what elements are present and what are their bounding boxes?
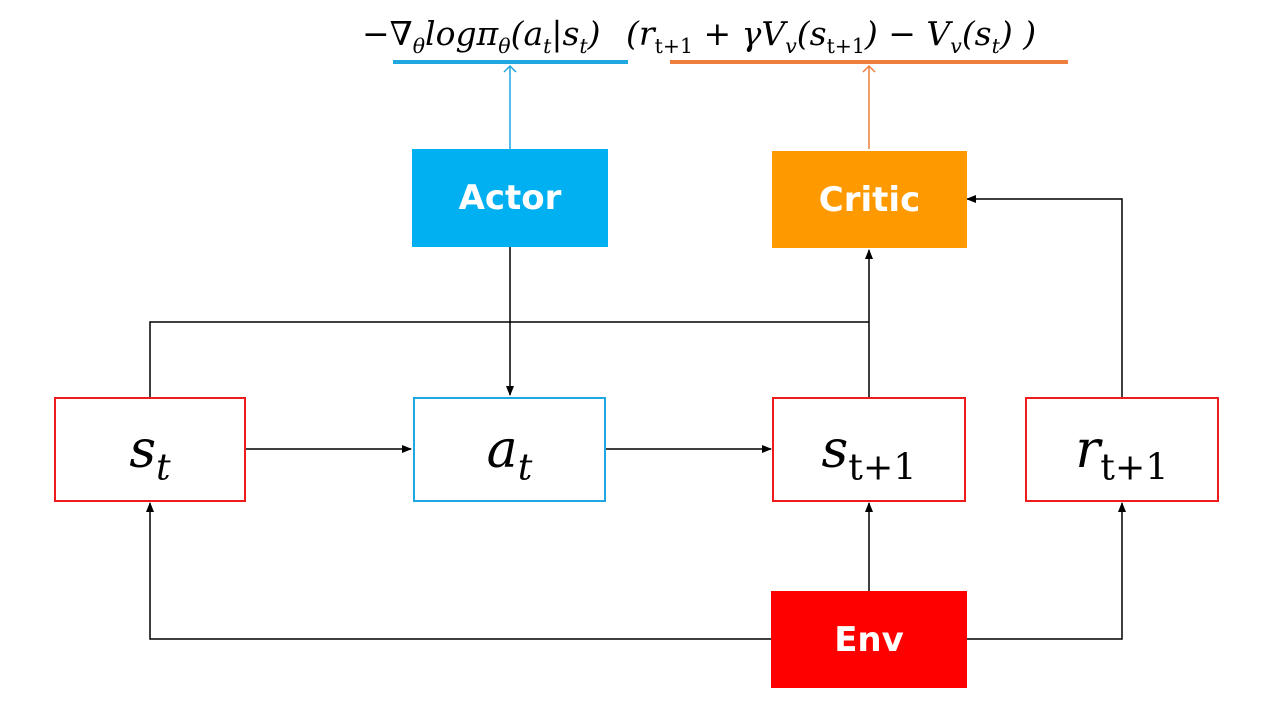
action-box: at: [413, 397, 606, 502]
next-state-label: st+1: [821, 419, 917, 489]
actor-label: Actor: [458, 178, 562, 218]
critic-block: Critic: [772, 151, 967, 248]
state-box: st: [54, 397, 246, 502]
loss-formula: −∇θlogπθ(at|st) (rt+1 + γVv(st+1) − Vv(s…: [0, 8, 1288, 68]
critic-td-error-term: (rt+1 + γVv(st+1) − Vv(st) ): [626, 14, 1037, 58]
actor-gradient-term: −∇θlogπθ(at|st): [362, 14, 601, 58]
reward-label: rt+1: [1075, 419, 1169, 489]
next-state-box: st+1: [772, 397, 966, 502]
env-label: Env: [834, 619, 904, 660]
reward-box: rt+1: [1025, 397, 1219, 502]
env-block: Env: [771, 591, 967, 688]
reward-to-critic-arrow: [966, 195, 1123, 397]
state-to-critic-line: [149, 321, 869, 397]
action-label: at: [486, 419, 533, 489]
critic-label: Critic: [818, 179, 921, 220]
state-label: st: [129, 419, 171, 489]
env-to-state-arrow: [146, 502, 771, 640]
env-to-reward-arrow: [967, 502, 1126, 640]
actor-block: Actor: [412, 149, 608, 247]
